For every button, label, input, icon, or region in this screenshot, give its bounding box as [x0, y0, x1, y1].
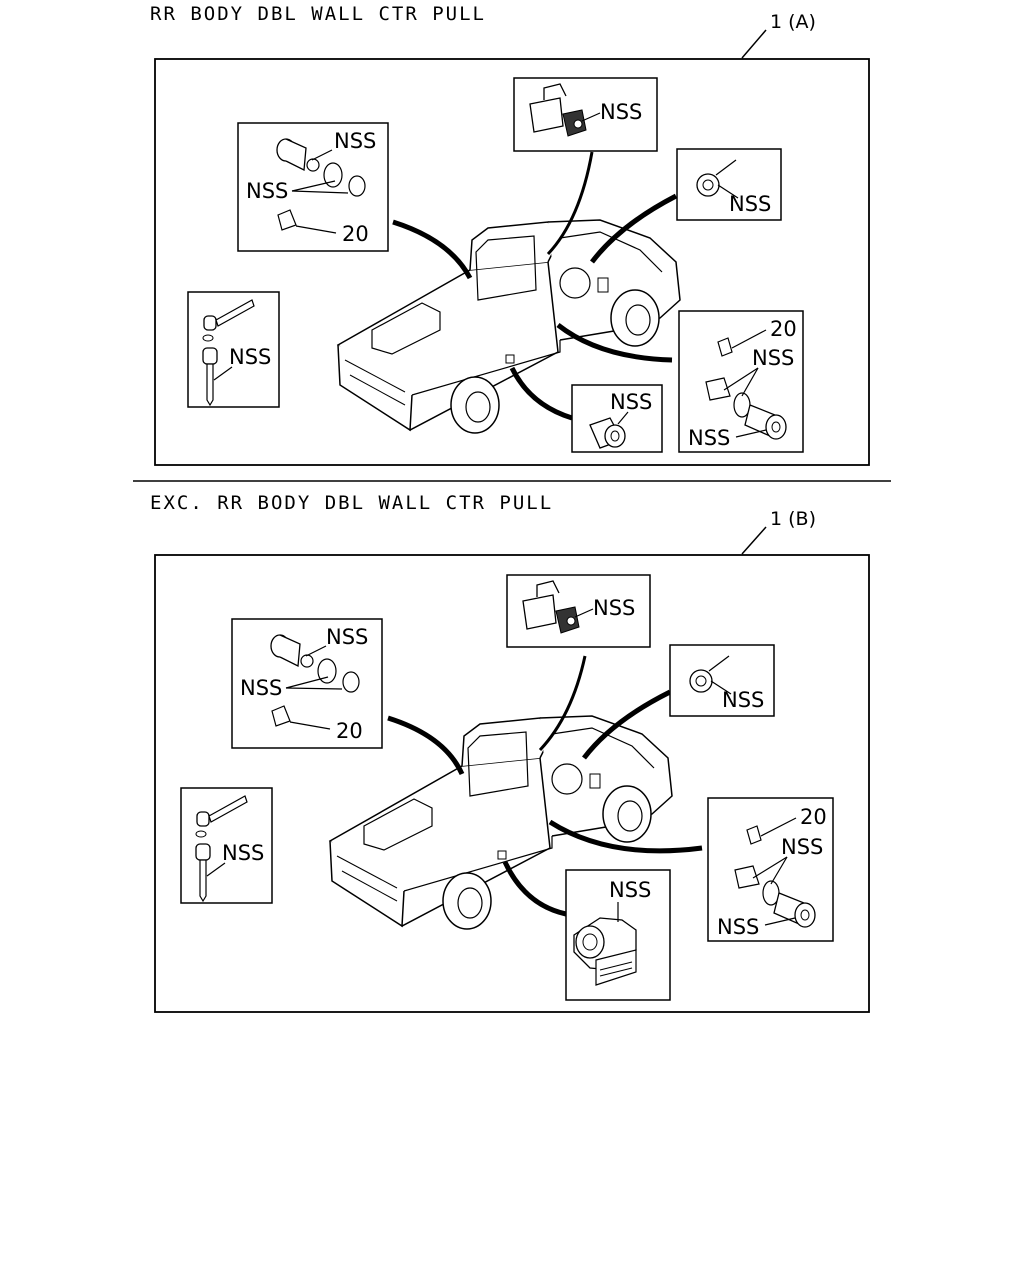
- label-door-lock-bottom: NSS: [688, 426, 730, 450]
- door-handle-icon: [529, 83, 587, 137]
- label-door-lock-screw: 20: [770, 317, 797, 341]
- door-lock-cylinder-icon: [705, 337, 787, 440]
- label-handle: NSS: [600, 100, 642, 124]
- section-a-callout: 1 (A): [770, 11, 816, 33]
- key-icon: [195, 795, 248, 903]
- door-lock-cylinder-icon: [734, 825, 816, 928]
- fuel-lid-lock-box: [669, 644, 775, 717]
- leader-door-lock: [556, 323, 673, 363]
- label-lock-set-top: NSS: [334, 129, 376, 153]
- side-lock-cylinder-icon: [589, 417, 626, 449]
- section-a-frame: [154, 58, 870, 466]
- section-a-diagram: NSS NSS 20 NSS NSS: [154, 58, 870, 466]
- pickup-truck-illustration: [336, 219, 681, 434]
- label-lock-set-top: NSS: [326, 625, 368, 649]
- label-door-lock-mid: NSS: [781, 835, 823, 859]
- leader-handle: [546, 151, 594, 256]
- leader-handle: [538, 655, 587, 752]
- section-b-callout-leader: [741, 526, 767, 555]
- label-fuel-lid-lock: NSS: [729, 192, 771, 216]
- leader-fuel-lid: [590, 193, 678, 264]
- label-keys: NSS: [222, 841, 264, 865]
- section-b-callout: 1 (B): [770, 508, 816, 530]
- leader-side-lock: [502, 860, 567, 917]
- label-door-lock-bottom: NSS: [717, 915, 759, 939]
- pickup-truck-illustration: [328, 715, 673, 930]
- label-door-lock-mid: NSS: [752, 346, 794, 370]
- section-b-frame: [154, 554, 870, 1013]
- lock-cylinder-icon: [270, 634, 360, 727]
- lock-cylinder-icon: [276, 138, 366, 231]
- key-icon: [202, 299, 255, 407]
- label-door-lock-screw: 20: [800, 805, 827, 829]
- label-lock-set-mid: NSS: [246, 179, 288, 203]
- leader-fuel-lid: [582, 689, 672, 760]
- section-a-callout-leader: [741, 29, 767, 59]
- label-keys: NSS: [229, 345, 271, 369]
- label-lock-set-screw: 20: [336, 719, 363, 743]
- tailgate-lock-icon: [573, 917, 637, 986]
- door-handle-icon: [522, 580, 580, 634]
- section-a-title: RR BODY DBL WALL CTR PULL: [150, 3, 486, 25]
- label-lock-set-mid: NSS: [240, 676, 282, 700]
- section-b-diagram: NSS NSS 20 NSS NSS: [154, 554, 870, 1013]
- fuel-lid-lock-box: [676, 148, 782, 221]
- label-fuel-lid-lock: NSS: [722, 688, 764, 712]
- label-lock-set-screw: 20: [342, 222, 369, 246]
- leader-door-lock: [548, 819, 703, 854]
- leader-lock-set: [392, 219, 473, 280]
- label-side-lock: NSS: [610, 390, 652, 414]
- section-b-title: EXC. RR BODY DBL WALL CTR PULL: [150, 492, 554, 514]
- leader-side-lock: [509, 366, 573, 421]
- label-side-lock: NSS: [609, 878, 651, 902]
- leader-lock-set: [387, 715, 465, 776]
- label-handle: NSS: [593, 596, 635, 620]
